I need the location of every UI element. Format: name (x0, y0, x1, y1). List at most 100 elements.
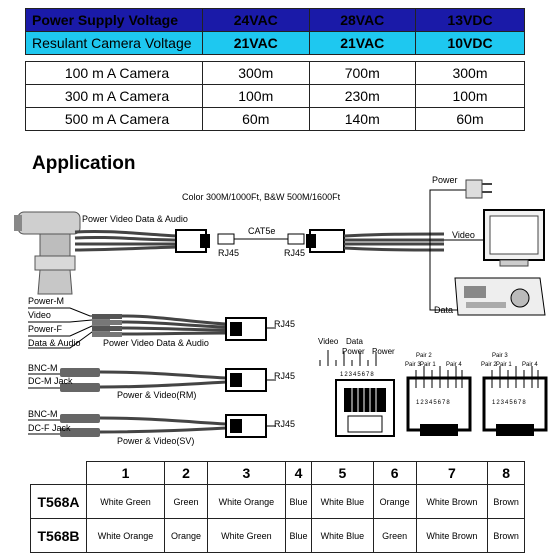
power-label: Power (432, 175, 458, 185)
wire-label: BNC-M (28, 363, 58, 373)
row-label: 500 m A Camera (25, 107, 203, 131)
rj45-left-label: RJ45 (218, 248, 240, 258)
cell: 60m (415, 107, 525, 131)
cell: 21VAC (202, 31, 310, 55)
pair-label: Pair 3 (492, 353, 508, 359)
balun-1-caption: Power Video Data & Audio (103, 338, 209, 348)
wire-color: White Orange (85, 518, 166, 553)
power-adapter-icon (465, 179, 492, 199)
t568a-caption: T568A (421, 431, 442, 438)
pin-power-label: Power (372, 347, 395, 356)
wire-label: Data & Audio (28, 338, 81, 348)
table-row: 300 m A Camera 100m 230m 100m (25, 84, 525, 108)
pin-header: 5 (311, 461, 374, 485)
camera-voltage-label: Resulant Camera Voltage (25, 31, 203, 55)
pair-label: Pair 1 (496, 362, 512, 368)
rj45-label: RJ45 (274, 371, 296, 381)
cell: 24VAC (202, 8, 310, 32)
rj45-label: RJ45 (274, 319, 296, 329)
pair-label: Pair 3 (405, 362, 421, 368)
pin-header: 2 (164, 461, 208, 485)
pin-numbers: 12345678 (340, 372, 375, 378)
rj45-plug-icon (217, 233, 235, 245)
pair-label: Pair 2 (416, 353, 432, 359)
cell: 60m (202, 107, 310, 131)
wire-label: Power-F (28, 324, 63, 334)
monitor-icon (483, 209, 545, 267)
wire-color: Brown (487, 518, 525, 553)
wire-color: Blue (284, 484, 313, 519)
blank-cell (30, 461, 87, 485)
standard-label: T568A (30, 484, 87, 519)
pin-header: 6 (372, 461, 417, 485)
wire-label: BNC-M (28, 409, 58, 419)
pair-label: Pair 4 (522, 362, 538, 368)
pin-header: 4 (284, 461, 313, 485)
cell: 10VDC (415, 31, 525, 55)
pin-power-label: Power (342, 347, 365, 356)
pinout-diagram (319, 350, 548, 437)
row-label: 300 m A Camera (25, 84, 203, 108)
standard-label: T568B (30, 518, 87, 553)
wire-color: Brown (487, 484, 525, 519)
pair-label: Pair 2 (481, 362, 497, 368)
t568a-jack-icon (406, 366, 472, 436)
wire-label: Power-M (28, 296, 65, 306)
balun-3-caption: Power & Video(SV) (117, 436, 195, 446)
rj45-right-label: RJ45 (284, 248, 306, 258)
row-label: 100 m A Camera (25, 61, 203, 85)
t568b-jack-icon (482, 366, 548, 436)
cell: 230m (308, 84, 416, 108)
wire-color: Green (372, 518, 417, 553)
wire-color: White Orange (206, 484, 286, 519)
data-label: Data (434, 305, 454, 315)
camera-voltage-row: Resulant Camera Voltage 21VAC 21VAC 10VD… (25, 31, 525, 55)
camera-cable-label: Power Video Data & Audio (82, 214, 188, 224)
cell: 300m (202, 61, 310, 85)
wire-color: White Blue (311, 484, 374, 519)
wire-label: DC-M Jack (28, 376, 73, 386)
wire-color: White Blue (311, 518, 374, 553)
pin-header: 7 (415, 461, 489, 485)
wire-color: White Green (85, 484, 166, 519)
rj45-plug-pinout-icon (319, 350, 395, 437)
table-row: T568A White Green Green White Orange Blu… (30, 484, 525, 519)
power-supply-row: Power Supply Voltage 24VAC 28VAC 13VDC (25, 8, 525, 32)
power-supply-label: Power Supply Voltage (25, 8, 203, 32)
cell: 21VAC (308, 31, 416, 55)
table-row: 100 m A Camera 300m 700m 300m (25, 61, 525, 85)
balun-2-caption: Power & Video(RM) (117, 390, 197, 400)
cell: 300m (415, 61, 525, 85)
cell: 13VDC (415, 8, 525, 32)
wire-color: White Green (206, 518, 286, 553)
wire-color: Orange (372, 484, 417, 519)
cell: 28VAC (308, 8, 416, 32)
wire-label: DC-F Jack (28, 423, 71, 433)
camera-icon (14, 211, 81, 295)
pair-label: Pair 4 (446, 362, 462, 368)
header-row: 1 2 3 4 5 6 7 8 (30, 461, 525, 485)
application-diagram (14, 179, 546, 316)
application-title: Application (32, 153, 136, 174)
wiring-table: 1 2 3 4 5 6 7 8 T568A White Green Green … (30, 461, 525, 553)
pin-data-label: Data (346, 337, 363, 346)
wire-label: Video (28, 310, 51, 320)
distance-note: Color 300M/1000Ft, B&W 500M/1600Ft (182, 192, 341, 202)
pin-header: 1 (85, 461, 166, 485)
pin-digits: 12345678 (492, 400, 527, 406)
pin-digits: 12345678 (416, 400, 451, 406)
balun-wiring-diagram (28, 307, 276, 438)
table-row: T568B White Orange Orange White Green Bl… (30, 518, 525, 553)
pin-header: 3 (206, 461, 286, 485)
rj45-label: RJ45 (274, 419, 296, 429)
wire-color: Green (164, 484, 208, 519)
t568b-caption: T568B (497, 431, 518, 438)
pin-header: 8 (487, 461, 525, 485)
cat5e-label: CAT5e (248, 226, 276, 236)
cell: 700m (308, 61, 416, 85)
wire-color: Blue (284, 518, 313, 553)
pin-video-label: Video (318, 337, 339, 346)
video-label: Video (452, 230, 475, 240)
keyboard-controller-icon (454, 277, 546, 316)
cell: 100m (202, 84, 310, 108)
